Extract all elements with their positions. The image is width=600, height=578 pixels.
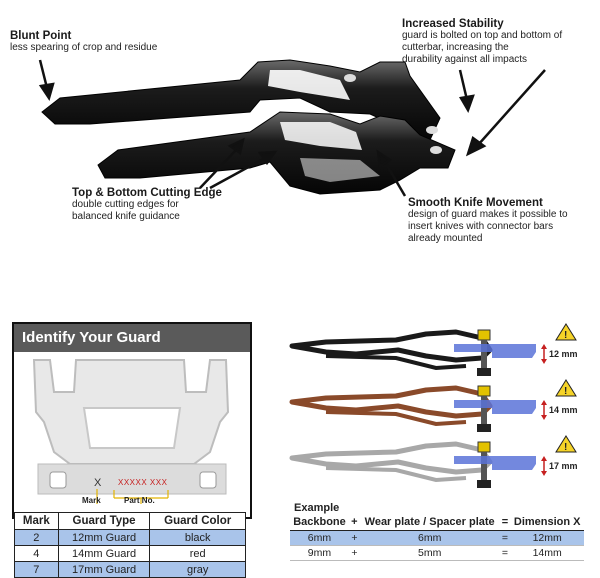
table-cell: + xyxy=(348,530,360,546)
table-cell: 6mm xyxy=(290,530,349,546)
callout-title: Increased Stability xyxy=(402,18,504,30)
table-cell: 7 xyxy=(14,561,59,578)
bolt-head xyxy=(477,329,491,341)
cutterbar-profile xyxy=(454,344,536,358)
dimension-arrow-head-up xyxy=(541,344,547,349)
svg-text:!: ! xyxy=(564,442,567,453)
table-cell: gray xyxy=(149,561,246,578)
callout-body-line: insert knives with connector bars xyxy=(408,221,554,232)
column-header: + xyxy=(348,514,360,531)
table-cell: = xyxy=(499,530,511,546)
table-row: 4 14mm Guard red xyxy=(14,545,246,562)
dimension-arrow-head-down xyxy=(541,471,547,476)
svg-text:!: ! xyxy=(564,386,567,397)
table-row: 2 12mm Guard black xyxy=(14,529,246,546)
callout-blunt-point: Blunt Point less spearing of crop and re… xyxy=(10,30,157,54)
table-cell: 9mm xyxy=(290,545,349,561)
column-header: = xyxy=(499,514,511,531)
guard-profile-lower-edge xyxy=(325,410,467,427)
callout-body: less spearing of crop and residue xyxy=(10,42,158,53)
table-cell: 12mm Guard xyxy=(57,529,151,546)
table-cell: 6mm xyxy=(359,530,500,546)
callout-body-line: design of guard makes it possible to xyxy=(408,209,568,220)
guard-top-view-diagram: X XXXXX XXX xyxy=(32,359,230,504)
bolt-head xyxy=(477,385,491,397)
table-cell: red xyxy=(149,545,246,562)
callout-increased-stability: Increased Stability guard is bolted on t… xyxy=(402,18,562,66)
identify-guard-panel: Identify Your Guard X XXXXX XXX Mark Par… xyxy=(12,322,252,519)
upper-guard-shape xyxy=(41,59,441,141)
bolt-shaft xyxy=(481,452,487,482)
guard-type-table: Mark Guard Type Guard Color 2 12mm Guard… xyxy=(14,512,246,578)
dimension-arrow-head-down xyxy=(541,359,547,364)
diagram-partno-label: Part No. xyxy=(124,496,155,505)
callout-body-line: guard is bolted on top and bottom of xyxy=(402,30,563,41)
callout-title: Blunt Point xyxy=(10,30,72,42)
warning-icon xyxy=(555,435,577,453)
table-header-row: Backbone + Wear plate / Spacer plate = D… xyxy=(290,514,584,531)
callout-body-line: cutterbar, increasing the xyxy=(402,42,509,53)
table-cell: 4 xyxy=(14,545,59,562)
table-cell: 12mm xyxy=(510,530,584,546)
table-cell: + xyxy=(348,545,360,561)
dimension-label: 14 mm xyxy=(549,405,578,415)
cutterbar-profile xyxy=(454,400,536,414)
warning-icon xyxy=(555,323,577,341)
bolt-shaft xyxy=(481,340,487,370)
column-header: Dimension X xyxy=(510,514,584,531)
dimension-arrow-head-up xyxy=(541,456,547,461)
cutterbar-profile xyxy=(454,456,536,470)
callout-smooth-knife: Smooth Knife Movement design of guard ma… xyxy=(408,197,568,245)
table-cell: 5mm xyxy=(359,545,500,561)
table-cell: black xyxy=(149,529,246,546)
column-header: Backbone xyxy=(290,514,349,531)
guard-profile-lower-edge xyxy=(325,466,467,483)
callout-body-line: balanced knife guidance xyxy=(72,211,180,222)
dimension-label: 17 mm xyxy=(549,461,578,471)
callout-title: Top & Bottom Cutting Edge xyxy=(72,187,222,199)
table-cell: 2 xyxy=(14,529,59,546)
bolt-head xyxy=(477,441,491,453)
callout-cutting-edge: Top & Bottom Cutting Edge double cutting… xyxy=(72,187,222,223)
table-row: 6mm + 6mm = 12mm xyxy=(290,530,584,546)
column-header: Mark xyxy=(14,512,59,530)
callout-body-line: double cutting edges for xyxy=(72,199,179,210)
example-table: Backbone + Wear plate / Spacer plate = D… xyxy=(290,514,584,561)
guard-profile-diagrams: 12 mm!14 mm!17 mm! xyxy=(289,323,578,488)
diagram-mark-label: Mark xyxy=(82,496,101,505)
column-header: Wear plate / Spacer plate xyxy=(359,514,500,531)
callout-title: Smooth Knife Movement xyxy=(408,197,543,209)
bolt-shaft xyxy=(481,396,487,426)
table-cell: 17mm Guard xyxy=(57,561,151,578)
column-header: Guard Color xyxy=(149,512,246,530)
table-header-row: Mark Guard Type Guard Color xyxy=(14,512,246,530)
callout-body-line: durability against all impacts xyxy=(402,54,528,65)
column-header: Guard Type xyxy=(57,512,151,530)
identify-guard-header: Identify Your Guard xyxy=(14,324,250,352)
lower-guard-shape xyxy=(97,111,456,195)
table-row: 9mm + 5mm = 14mm xyxy=(290,545,584,561)
example-title: Example xyxy=(294,502,340,514)
svg-text:!: ! xyxy=(564,330,567,341)
bolt-nut xyxy=(477,424,491,432)
guard-profile: 14 mm! xyxy=(289,379,578,432)
table-cell: 14mm Guard xyxy=(57,545,151,562)
guard-profile: 12 mm! xyxy=(289,323,578,376)
guard-product-illustration xyxy=(38,59,546,197)
diagram-mark-x: X xyxy=(94,477,102,489)
bolt-nut xyxy=(477,368,491,376)
warning-icon xyxy=(555,379,577,397)
bolt-nut xyxy=(477,480,491,488)
table-row: 7 17mm Guard gray xyxy=(14,561,246,578)
dimension-arrow-head-down xyxy=(541,415,547,420)
dimension-arrow-head-up xyxy=(541,400,547,405)
callout-body-line: already mounted xyxy=(408,233,483,244)
table-cell: = xyxy=(499,545,511,561)
guard-profile: 17 mm! xyxy=(289,435,578,488)
table-cell: 14mm xyxy=(510,545,584,561)
guard-profile-lower-edge xyxy=(325,354,467,371)
dimension-label: 12 mm xyxy=(549,349,578,359)
diagram-part-code: XXXXX XXX xyxy=(118,478,168,487)
